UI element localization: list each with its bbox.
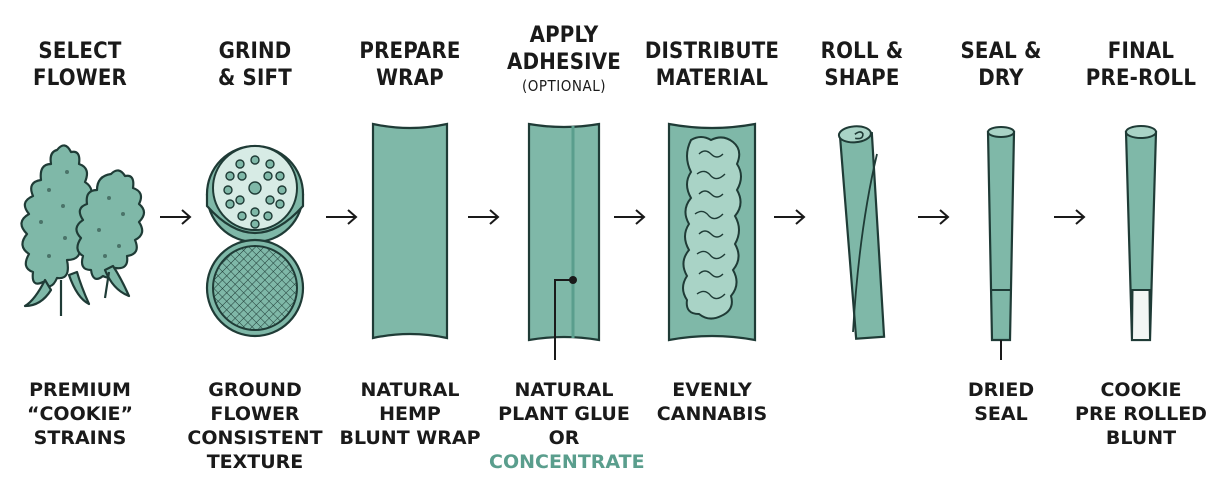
step-caption: PREMIUM “COOKIE” STRAINS	[5, 378, 155, 450]
adhesive-wrap-icon	[527, 122, 601, 360]
blunt-wrap-icon	[371, 122, 449, 340]
step-title: FINAL PRE-ROLL	[1066, 38, 1216, 92]
caption-line: NATURAL	[514, 379, 614, 401]
caption-line: PREMIUM	[29, 379, 131, 401]
cannabis-bud-icon	[20, 144, 146, 316]
caption-line: PRE ROLLED	[1075, 403, 1207, 425]
caption-line: BLUNT WRAP	[339, 427, 481, 449]
title-line: PREPARE	[359, 39, 461, 64]
step-title: DISTRIBUTE MATERIAL	[637, 38, 787, 92]
grinder-icon	[205, 144, 305, 338]
caption-line: STRAINS	[33, 427, 127, 449]
title-line: DRY	[978, 66, 1024, 91]
right-arrow-icon	[468, 209, 500, 225]
step-title: SELECT FLOWER	[5, 38, 155, 92]
caption-line: BLUNT	[1105, 427, 1177, 449]
step-final-pre-roll: FINAL PRE-ROLL COOKIE PRE ROLLED BLUNT	[1066, 0, 1216, 503]
right-arrow-icon	[1054, 209, 1086, 225]
caption-accent-line: CONCENTRATE	[489, 451, 645, 473]
step-title: ROLL & SHAPE	[787, 38, 937, 92]
caption-line: CONSISTENT	[187, 427, 323, 449]
step-title: PREPARE WRAP	[335, 38, 485, 92]
step-caption: NATURAL HEMP BLUNT WRAP	[335, 378, 485, 450]
title-line: SELECT	[38, 39, 122, 64]
rolled-blunt-icon	[837, 125, 886, 340]
title-line: PRE-ROLL	[1085, 66, 1197, 91]
right-arrow-icon	[614, 209, 646, 225]
title-line: MATERIAL	[655, 66, 769, 91]
title-line: DISTRIBUTE	[644, 39, 780, 64]
caption-line: DRIED	[967, 379, 1035, 401]
title-line: WRAP	[376, 66, 444, 91]
step-title: GRIND & SIFT	[180, 38, 330, 92]
step-caption: DRIED SEAL	[926, 378, 1076, 426]
title-line: APPLY	[529, 23, 599, 48]
final-pre-roll-icon	[1124, 125, 1158, 342]
title-line: FLOWER	[33, 66, 127, 91]
step-apply-adhesive: APPLY ADHESIVE (OPTIONAL) NATURAL PLANT …	[489, 0, 645, 503]
step-title: SEAL & DRY	[926, 38, 1076, 92]
right-arrow-icon	[918, 209, 950, 225]
caption-line: CANNABIS	[656, 403, 768, 425]
caption-line: COOKIE	[1100, 379, 1182, 401]
caption-line: TEXTURE	[206, 451, 304, 473]
caption-line: NATURAL	[360, 379, 460, 401]
step-select-flower: SELECT FLOWER PREMIUM “COOKIE” STRAINS	[5, 0, 155, 503]
right-arrow-icon	[774, 209, 806, 225]
step-subtitle: (OPTIONAL)	[522, 77, 606, 95]
step-prepare-wrap: PREPARE WRAP NATURAL HEMP BLUNT WRAP	[335, 0, 485, 503]
caption-line: FLOWER	[210, 403, 300, 425]
filled-wrap-icon	[667, 122, 757, 342]
step-caption: COOKIE PRE ROLLED BLUNT	[1066, 378, 1216, 450]
title-line: & SIFT	[218, 66, 292, 91]
caption-line: OR	[548, 427, 580, 449]
title-line: GRIND	[218, 39, 292, 64]
step-caption: GROUND FLOWER CONSISTENT TEXTURE	[180, 378, 330, 474]
step-caption: EVENLY CANNABIS	[637, 378, 787, 426]
title-line: SHAPE	[824, 66, 900, 91]
step-caption: NATURAL PLANT GLUE OR CONCENTRATE	[489, 378, 645, 474]
step-grind-sift: GRIND & SIFT GROUND FLOWER CONSISTENT TE…	[180, 0, 330, 503]
right-arrow-icon	[160, 209, 192, 225]
step-roll-shape: ROLL & SHAPE	[787, 0, 937, 503]
caption-line: EVENLY	[672, 379, 752, 401]
step-seal-dry: SEAL & DRY DRIED SEAL	[926, 0, 1076, 503]
sealed-blunt-icon	[986, 126, 1016, 360]
caption-line: “COOKIE”	[27, 403, 133, 425]
title-line: ROLL &	[820, 39, 904, 64]
step-title: APPLY ADHESIVE (OPTIONAL)	[489, 22, 639, 96]
caption-line: HEMP	[379, 403, 441, 425]
title-line: SEAL &	[960, 39, 1042, 64]
title-line: ADHESIVE	[507, 50, 621, 75]
caption-line: GROUND	[208, 379, 302, 401]
caption-line: PLANT GLUE	[498, 403, 630, 425]
right-arrow-icon	[326, 209, 358, 225]
step-distribute-material: DISTRIBUTE MATERIAL EVENLY CANNABIS	[637, 0, 787, 503]
title-line: FINAL	[1107, 39, 1175, 64]
caption-line: SEAL	[974, 403, 1028, 425]
